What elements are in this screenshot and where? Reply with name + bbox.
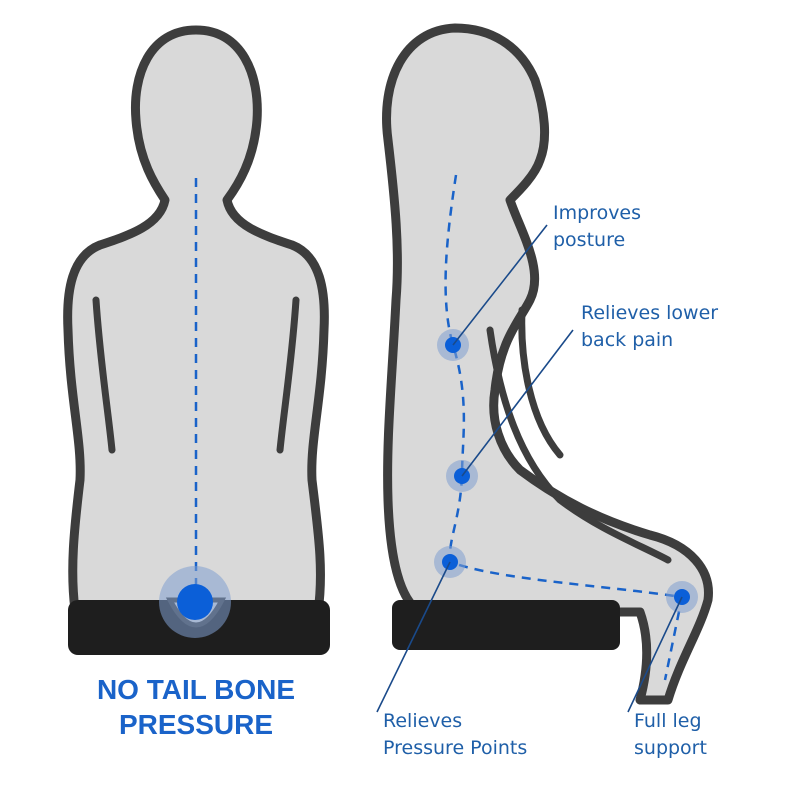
callout-lower-back-line2: back pain [581,329,673,351]
right-arm-line [276,296,300,454]
callout-leg-line1: Full leg [634,710,702,732]
back-view-figure [63,25,330,655]
callout-pressure-line1: Relieves [383,710,462,732]
side-view-cushion [392,600,620,650]
back-view-body [63,25,329,617]
left-arm-line [92,296,116,454]
side-arm-line [486,326,672,564]
lower-back-leader-line [461,329,574,477]
pressure-leader-line [376,561,451,713]
posture-leader-line [452,224,548,346]
callout-posture-line1: Improves [553,202,641,224]
callout-leg-line2: support [634,737,707,759]
side-arm-front [518,306,564,459]
side-view-spine [444,174,684,681]
side-view-body [382,23,713,705]
leg-leader-line [627,596,683,713]
callout-lower-back-line1: Relieves lower [581,302,718,324]
caption-line1: NO TAIL BONE [97,674,295,705]
callout-posture-line2: posture [553,229,625,251]
callout-pressure-line2: Pressure Points [383,737,527,759]
caption-line2: PRESSURE [119,709,273,740]
side-view-figure [382,23,713,705]
tailbone-dot [177,584,213,620]
